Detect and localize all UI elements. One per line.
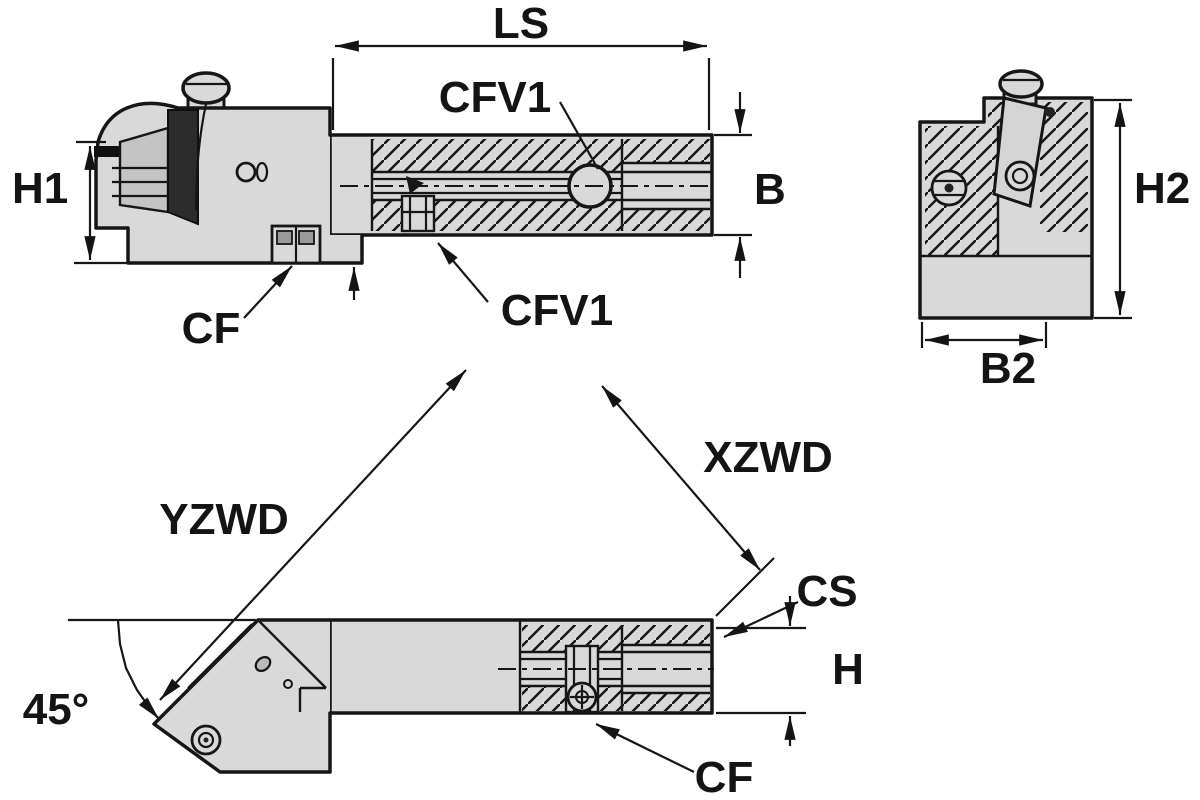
b-dimension: B (714, 92, 786, 278)
tool-head (94, 71, 364, 265)
yzwd-dimension: YZWD (159, 369, 467, 701)
hatch-area (1040, 126, 1088, 232)
cfv1-leader-bottom: CFV1 (437, 242, 613, 335)
leader-label-cfv1-bottom: CFV1 (501, 286, 613, 335)
angle-45-dimension: 45° (23, 618, 256, 734)
leader-label-cf-side: CF (182, 304, 241, 353)
insert (118, 126, 170, 214)
dim-label-xzwd: XZWD (703, 433, 833, 482)
h-dimension: H (716, 596, 864, 746)
xzwd-dimension: XZWD (601, 385, 833, 617)
shank-section (328, 133, 714, 237)
leader-label-cs: CS (796, 567, 857, 616)
dim-label-ls: LS (493, 0, 549, 48)
insert-edge (94, 146, 124, 157)
clamp-block-cf (270, 224, 322, 265)
clamp-screw-cf-bottom (564, 644, 600, 714)
backing-screw (930, 169, 968, 207)
leader-label-cf-bottom: CF (695, 753, 754, 800)
b2-dimension: B2 (920, 322, 1048, 393)
hatch-area (622, 209, 710, 231)
dim-label-angle-45: 45° (23, 685, 90, 734)
head-screw (235, 161, 257, 183)
h1-dimension: H1 (12, 140, 130, 265)
side-view: LS B H1 CFV1 CFV1 CF (12, 0, 786, 353)
cfv1-leader-top: CFV1 (439, 73, 599, 170)
end-view: H2 B2 (918, 69, 1190, 393)
dim-label-h2: H2 (1134, 164, 1190, 213)
leader-label-cfv1-top: CFV1 (439, 73, 551, 122)
hatch-area (622, 693, 710, 711)
dim-label-b: B (754, 165, 786, 214)
hatch-area (622, 625, 710, 645)
angled-head (152, 618, 332, 774)
dim-label-b2: B2 (980, 344, 1036, 393)
cf-leader-bottom: CF (595, 723, 754, 800)
clamp-arm (167, 109, 199, 226)
dim-label-h1: H1 (12, 164, 68, 213)
cs-leader: CS (723, 567, 858, 638)
cf-leader-side: CF (182, 265, 293, 353)
ls-dimension: LS (331, 0, 711, 130)
cartridge-screw (1004, 160, 1036, 192)
bottom-view: YZWD XZWD CS H 45° C (23, 369, 864, 800)
hatch-area (622, 139, 710, 163)
dim-label-h: H (832, 645, 864, 694)
clamp-cartridge (992, 69, 1055, 208)
shank-bottom-section (498, 620, 714, 714)
pin (1045, 107, 1055, 117)
dim-label-yzwd: YZWD (159, 495, 289, 544)
h2-dimension: H2 (1094, 98, 1190, 320)
